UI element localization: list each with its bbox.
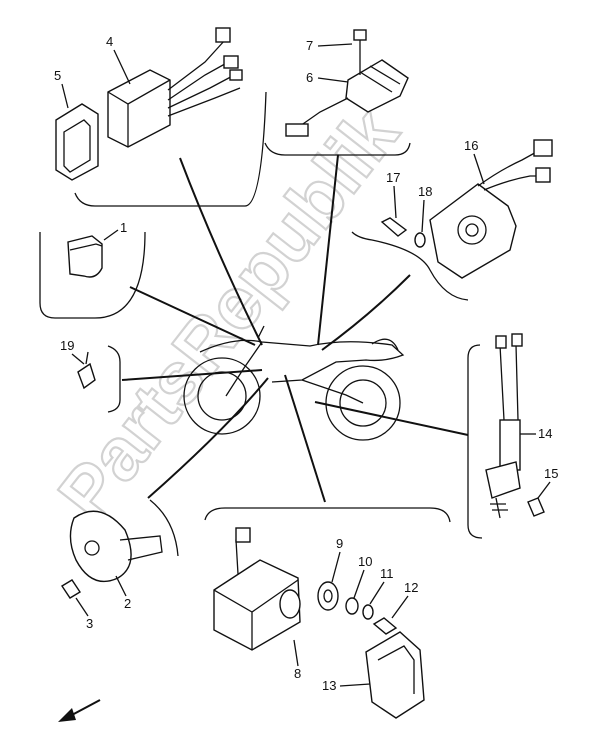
callout-12: 12 (404, 580, 418, 595)
part-15-bolt (527, 497, 545, 517)
callout-6: 6 (306, 70, 313, 85)
part-1-relay (67, 235, 103, 278)
leader-16 (321, 274, 411, 351)
callout-19: 19 (60, 338, 74, 353)
bracket-19 (107, 345, 121, 413)
part-3-bolt (61, 579, 81, 599)
leader-19 (121, 369, 263, 381)
bracket-horn (149, 499, 179, 557)
callout-2: 2 (124, 596, 131, 611)
callout-7: 7 (306, 38, 313, 53)
part-12-bolt (372, 617, 398, 635)
callouts: 1 2 3 4 5 6 7 8 9 10 11 12 13 14 15 16 1 (54, 34, 558, 693)
part-17-bolt (380, 217, 408, 237)
motorcycle-outline (183, 325, 405, 441)
bracket-bottom (204, 507, 451, 523)
leader-1 (129, 286, 256, 346)
bracket-14 (467, 344, 483, 539)
rear-wheel (325, 365, 401, 441)
callout-3: 3 (86, 616, 93, 631)
callout-8: 8 (294, 666, 301, 681)
leader-bottom (284, 374, 326, 503)
part-13-cover (365, 631, 425, 719)
callout-17: 17 (386, 170, 400, 185)
part-10-collar (345, 597, 359, 615)
group-brackets (39, 91, 483, 557)
part-4-control-unit (107, 27, 243, 148)
bracket-16 (351, 231, 469, 301)
callout-16: 16 (464, 138, 478, 153)
part-5-cover (55, 103, 99, 181)
arrow-down-left-icon (58, 699, 101, 722)
part-19-plug (77, 351, 96, 390)
callout-15: 15 (544, 466, 558, 481)
part-18-washer (414, 232, 426, 248)
bracket-4-5 (74, 91, 267, 207)
callout-10: 10 (358, 554, 372, 569)
part-2-horn (69, 510, 163, 583)
leader-6-7 (317, 154, 339, 346)
front-wheel (183, 357, 261, 435)
gear-icon (457, 215, 487, 245)
leader-4-5 (179, 157, 263, 346)
callout-4: 4 (106, 34, 113, 49)
callout-18: 18 (418, 184, 432, 199)
part-9-bushing (317, 581, 339, 611)
part-8-switch (213, 527, 301, 651)
bracket-1 (39, 231, 146, 319)
callout-14: 14 (538, 426, 552, 441)
part-7-bolt (353, 29, 367, 75)
callout-5: 5 (54, 68, 61, 83)
callout-9: 9 (336, 536, 343, 551)
part-16-regulator (429, 139, 553, 279)
callout-13: 13 (322, 678, 336, 693)
part-11-washer (362, 604, 374, 620)
part-14-sensor (485, 333, 523, 519)
callout-11: 11 (380, 566, 394, 581)
bracket-6-7 (264, 142, 411, 156)
part-6-rectifier (285, 59, 409, 137)
callout-1: 1 (120, 220, 127, 235)
